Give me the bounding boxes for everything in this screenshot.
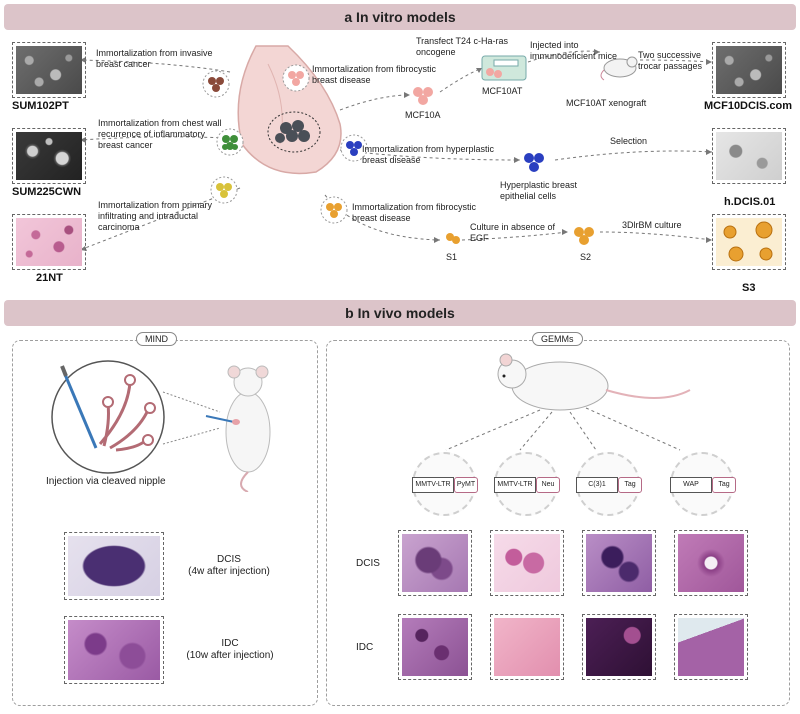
gemms-idc-pymt-image [398, 614, 472, 680]
construct-neu: MMTV-LTR Neu [494, 452, 560, 516]
gemms-tag: GEMMs [532, 332, 583, 346]
s1-cells [446, 233, 460, 244]
21nt-label: 21NT [36, 272, 63, 284]
sum225cwn-label: SUM225CWN [12, 186, 82, 198]
hyperplastic-cells [524, 153, 544, 172]
gemms-dcis-neu-image [490, 530, 564, 596]
gemms-idc-c31-image [582, 614, 656, 680]
construct-c31-promoter: C(3)1 [576, 477, 618, 493]
construct-pymt-gene: PyMT [454, 477, 478, 493]
s2-label: S2 [580, 252, 592, 262]
21nt-image [12, 214, 86, 270]
row2-source-caption: Immortalization from hyperplastic breast… [362, 144, 495, 165]
gemms-mouse-illustration [445, 353, 691, 451]
yellow-cell-cluster [210, 176, 238, 204]
section-b-banner: b In vivo models [4, 300, 796, 326]
mcf10dcis-label: MCF10DCIS.com [704, 100, 793, 112]
s3-label: S3 [742, 282, 756, 294]
construct-c31-tag: C(3)1 Tag [576, 452, 642, 516]
mind-dcis-sub: (4w after injection) [188, 566, 270, 577]
pink-cell-cluster [282, 64, 310, 92]
construct-wap-promoter: WAP [670, 477, 712, 493]
hdcis01-image [712, 128, 786, 184]
transfect-caption: Transfect T24 c-Ha-ras oncogene [416, 36, 509, 57]
injected-caption: Injected into immunodeficient mice [530, 40, 618, 61]
mind-tag: MIND [136, 332, 177, 346]
section-b-title: b In vivo models [345, 305, 455, 321]
mcf10at-dish [481, 55, 527, 81]
culture-egf-caption: Culture in absence of EGF [470, 222, 556, 243]
trocar-caption: Two successive trocar passages [638, 50, 703, 71]
sum225cwn-caption: Immortalization from chest wall recurren… [98, 118, 222, 150]
mind-idc-image [64, 616, 164, 684]
xenograft-label: MCF10AT xenograft [566, 98, 647, 108]
mind-dcis-caption: DCIS (4w after injection) [184, 554, 274, 578]
gemms-dcis-c31-image [582, 530, 656, 596]
mouse-icon [600, 56, 638, 81]
mcf10at-label: MCF10AT [482, 86, 523, 96]
mind-dcis-image [64, 532, 164, 600]
mcf10a-cells [413, 87, 433, 105]
hyperplastic-label: Hyperplastic breast epithelial cells [500, 180, 578, 201]
breast-illustration [237, 45, 342, 175]
construct-neu-gene: Neu [536, 477, 560, 493]
s1-label: S1 [446, 252, 458, 262]
gemms-dcis-pymt-image [398, 530, 472, 596]
section-a-title: a In vitro models [344, 9, 456, 25]
3dlrbm-caption: 3DlrBM culture [622, 220, 682, 230]
s3-spheroids [723, 221, 773, 262]
construct-pymt: MMTV-LTR PyMT [412, 452, 478, 516]
s2-cells [574, 227, 594, 245]
sum225cwn-image [12, 128, 86, 184]
mind-injection-illustration [51, 360, 271, 492]
construct-wap-gene: Tag [712, 477, 736, 493]
orange-cell-cluster [320, 196, 348, 224]
s3-image [712, 214, 786, 270]
sum102pt-caption: Immortalization from invasive breast can… [96, 48, 213, 69]
blue-cell-cluster [340, 134, 368, 162]
construct-neu-promoter: MMTV-LTR [494, 477, 536, 493]
mcf10dcis-image [712, 42, 786, 98]
gemms-idc-neu-image [490, 614, 564, 680]
construct-c31-gene: Tag [618, 477, 642, 493]
21nt-caption: Immortalization from primary infiltratin… [98, 200, 213, 232]
row1-source-caption: Immortalization from fibrocystic breast … [312, 64, 437, 85]
construct-wap-tag: WAP Tag [670, 452, 736, 516]
mind-idc-caption: IDC (10w after injection) [180, 638, 280, 662]
gemms-idc-wap-image [674, 614, 748, 680]
gemms-dcis-row-label: DCIS [356, 558, 380, 569]
sum102pt-label: SUM102PT [12, 100, 69, 112]
mind-idc-label: IDC [221, 638, 239, 649]
row3-source-caption: Immortalization from fibrocystic breast … [352, 202, 477, 223]
mind-dcis-label: DCIS [217, 554, 241, 565]
injection-caption: Injection via cleaved nipple [46, 476, 166, 487]
brown-cell-cluster [202, 70, 230, 98]
selection-caption: Selection [610, 136, 648, 146]
mind-idc-sub: (10w after injection) [186, 650, 274, 661]
sum102pt-image [12, 42, 86, 98]
gemms-dcis-wap-image [674, 530, 748, 596]
construct-pymt-promoter: MMTV-LTR [412, 477, 454, 493]
hdcis01-label: h.DCIS.01 [724, 196, 776, 208]
section-a-banner: a In vitro models [4, 4, 796, 30]
mcf10a-label: MCF10A [405, 110, 441, 120]
green-cell-cluster [216, 128, 244, 156]
gemms-idc-row-label: IDC [356, 642, 374, 653]
